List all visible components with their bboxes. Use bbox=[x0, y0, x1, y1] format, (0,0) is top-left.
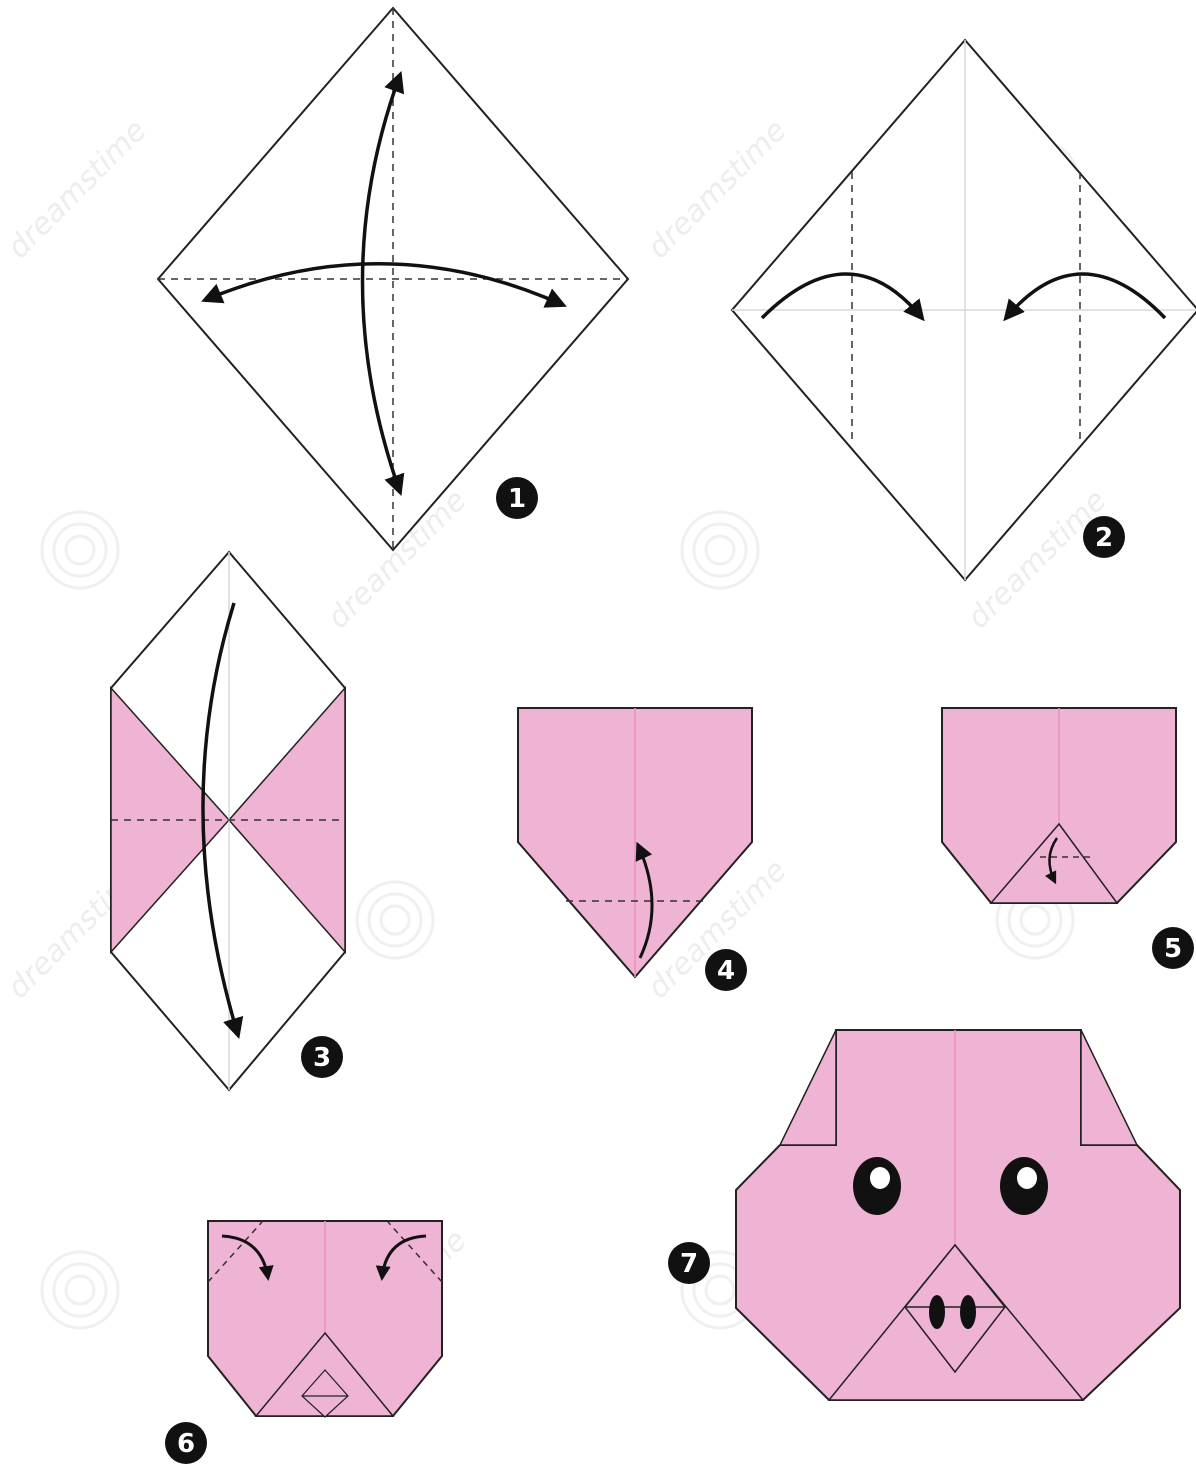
step-2 bbox=[732, 40, 1196, 580]
step-number: 4 bbox=[717, 956, 735, 986]
step-1 bbox=[158, 8, 628, 550]
eye-right bbox=[1000, 1157, 1048, 1215]
step-7-pig-face bbox=[736, 1030, 1180, 1400]
nostril-right bbox=[960, 1295, 976, 1329]
eye-left bbox=[853, 1157, 901, 1215]
step-5 bbox=[942, 708, 1176, 903]
step-number: 1 bbox=[508, 484, 526, 514]
step-badge-1: 1 bbox=[496, 477, 538, 519]
step-number: 6 bbox=[177, 1429, 195, 1459]
step-3 bbox=[111, 552, 345, 1090]
step-number: 2 bbox=[1095, 523, 1113, 553]
ear-right bbox=[1081, 1030, 1137, 1145]
ear-left bbox=[780, 1030, 836, 1145]
watermark-text: dreamstime bbox=[641, 113, 794, 266]
step-badge-2: 2 bbox=[1083, 516, 1125, 558]
step-badge-7: 7 bbox=[668, 1242, 710, 1284]
step-badge-3: 3 bbox=[301, 1036, 343, 1078]
step-number: 5 bbox=[1164, 934, 1182, 964]
step-badge-4: 4 bbox=[705, 949, 747, 991]
step-number: 7 bbox=[680, 1249, 698, 1279]
step-badge-5: 5 bbox=[1152, 927, 1194, 969]
step-6 bbox=[208, 1221, 442, 1417]
step-number: 3 bbox=[313, 1043, 331, 1073]
nostril-left bbox=[929, 1295, 945, 1329]
step-badge-6: 6 bbox=[165, 1422, 207, 1464]
watermark-text: dreamstime bbox=[1, 113, 154, 266]
